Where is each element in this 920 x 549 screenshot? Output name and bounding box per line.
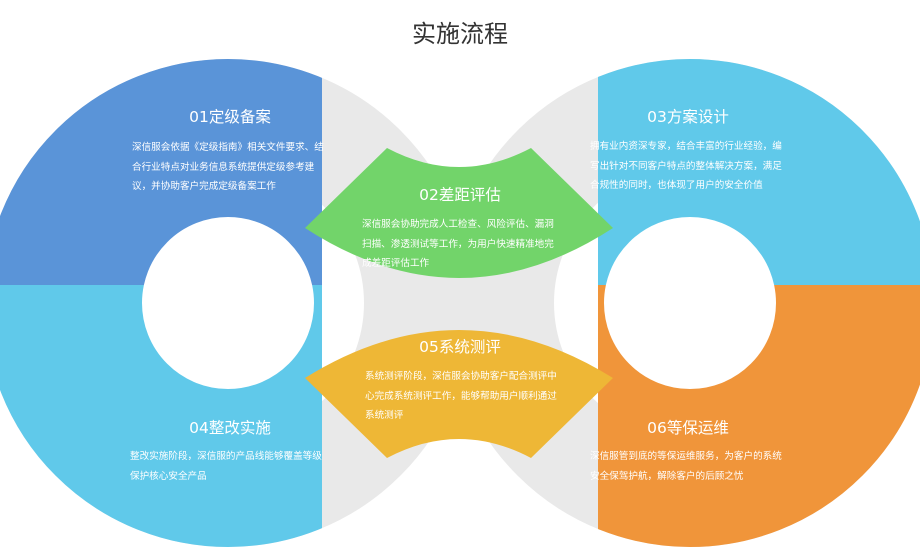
step-01-desc-line: 议，并协助客户完成定级备案工作: [132, 181, 276, 192]
step-02-desc-line: 扫描、渗透测试等工作，为用户快速精准地完: [362, 238, 554, 250]
step-06-segment[interactable]: [525, 138, 920, 547]
step-02-desc-line: 深信服会协助完成人工检查、风险评估、漏洞: [362, 219, 554, 230]
step-01-desc: 深信服会依据《定级指南》相关文件要求、结 合行业特点对业务信息系统提供定级参考建…: [132, 138, 324, 197]
step-04-desc-line: 保护核心安全产品: [130, 470, 207, 482]
step-05-segment[interactable]: [305, 330, 613, 458]
step-06-title: 06等保运维: [647, 419, 729, 437]
step-01-desc-line: 深信服会依据《定级指南》相关文件要求、结: [132, 142, 324, 153]
step-01-title: 01定级备案: [189, 108, 271, 126]
step-05-title: 05系统测评: [419, 338, 501, 356]
step-02-title: 02差距评估: [419, 186, 501, 204]
step-01-segment[interactable]: [0, 59, 393, 468]
step-03-segment[interactable]: [525, 59, 920, 468]
step-03-desc-line: 写出针对不同客户特点的整体解决方案，满足: [590, 160, 782, 172]
step-04-desc-line: 整改实施阶段，深信服的产品线能够覆盖等级: [130, 451, 322, 462]
step-02-desc-line: 成差距评估工作: [362, 258, 430, 269]
step-03-desc-line: 合规性的同时，也体现了用户的安全价值: [590, 180, 763, 191]
page-title: 实施流程: [412, 20, 508, 48]
step-05-desc-line: 系统测评阶段，深信服会协助客户配合测评中: [365, 371, 557, 382]
step-06-desc-line: 深信服管到底的等保运维服务，为客户的系统: [590, 451, 782, 462]
step-02-segment[interactable]: [305, 148, 613, 278]
step-05-desc-line: 系统测评: [365, 410, 404, 421]
step-01-desc-line: 合行业特点对业务信息系统提供定级参考建: [132, 161, 315, 173]
step-04-title: 04整改实施: [189, 419, 271, 437]
step-06-desc-line: 安全保驾护航，解除客户的后顾之忧: [590, 470, 744, 482]
step-03-desc: 拥有业内资深专家，结合丰富的行业经验，编 写出针对不同客户特点的整体解决方案，满…: [590, 137, 782, 196]
step-04-segment[interactable]: [0, 138, 393, 547]
step-03-title: 03方案设计: [647, 108, 729, 126]
step-05-desc-line: 心完成系统测评工作，能够帮助用户顺利通过: [365, 390, 557, 402]
step-05-desc: 系统测评阶段，深信服会协助客户配合测评中 心完成系统测评工作，能够帮助用户顺利通…: [365, 367, 557, 426]
step-02-desc: 深信服会协助完成人工检查、风险评估、漏洞 扫描、渗透测试等工作，为用户快速精准地…: [362, 215, 554, 274]
step-03-desc-line: 拥有业内资深专家，结合丰富的行业经验，编: [590, 141, 782, 152]
step-06-desc: 深信服管到底的等保运维服务，为客户的系统 安全保驾护航，解除客户的后顾之忧: [590, 447, 782, 486]
step-04-desc: 整改实施阶段，深信服的产品线能够覆盖等级 保护核心安全产品: [130, 447, 322, 486]
